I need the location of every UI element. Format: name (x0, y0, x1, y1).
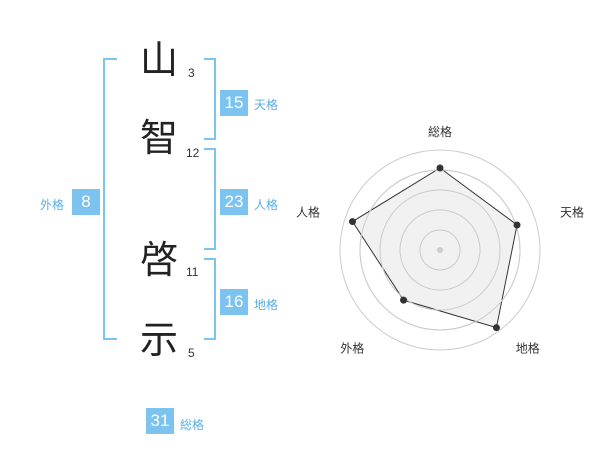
soukaku-label: 総格 (180, 418, 205, 432)
radar-axis-label: 外格 (340, 341, 364, 356)
soukaku-badge: 31 (146, 408, 174, 434)
radar-axis-label: 地格 (516, 341, 540, 356)
jinkaku-badge: 23 (220, 189, 248, 215)
name-char-1: 山 (140, 38, 179, 82)
tenkaku-label: 天格 (254, 98, 279, 112)
radar-inner-ring-3 (379, 189, 501, 311)
radar-point-3 (400, 296, 408, 304)
radar-inner-ring-2 (399, 209, 481, 291)
radar-axis-label: 天格 (560, 204, 584, 219)
radar-point-2 (492, 324, 500, 332)
radar-axis-label: 人格 (296, 204, 320, 219)
tenkaku-bracket (204, 58, 216, 140)
name-char-3: 啓 (140, 238, 179, 282)
name-char-4: 示 (140, 318, 179, 362)
chikaku-label: 地格 (254, 298, 279, 312)
radar-axis-label: 総格 (428, 124, 452, 139)
chikaku-bracket (204, 258, 216, 340)
tenkaku-badge: 15 (220, 90, 248, 116)
radar-point-4 (349, 218, 357, 226)
radar-inner-ring-1 (419, 229, 461, 271)
gaikaku-bracket (103, 58, 117, 340)
name-char-4-strokes: 5 (188, 346, 195, 360)
jinkaku-bracket (204, 148, 216, 250)
radar-point-1 (513, 221, 521, 229)
gaikaku-label: 外格 (40, 198, 65, 212)
name-char-1-strokes: 3 (188, 66, 195, 80)
jinkaku-label: 人格 (254, 198, 279, 212)
name-char-3-strokes: 11 (186, 265, 199, 279)
name-char-2-strokes: 12 (186, 146, 200, 160)
chikaku-badge: 16 (220, 289, 248, 315)
radar-polygon (351, 167, 518, 329)
radar-point-0 (436, 164, 444, 172)
gaikaku-badge: 8 (72, 189, 100, 215)
name-char-2: 智 (140, 116, 179, 160)
radar-center (437, 247, 443, 253)
